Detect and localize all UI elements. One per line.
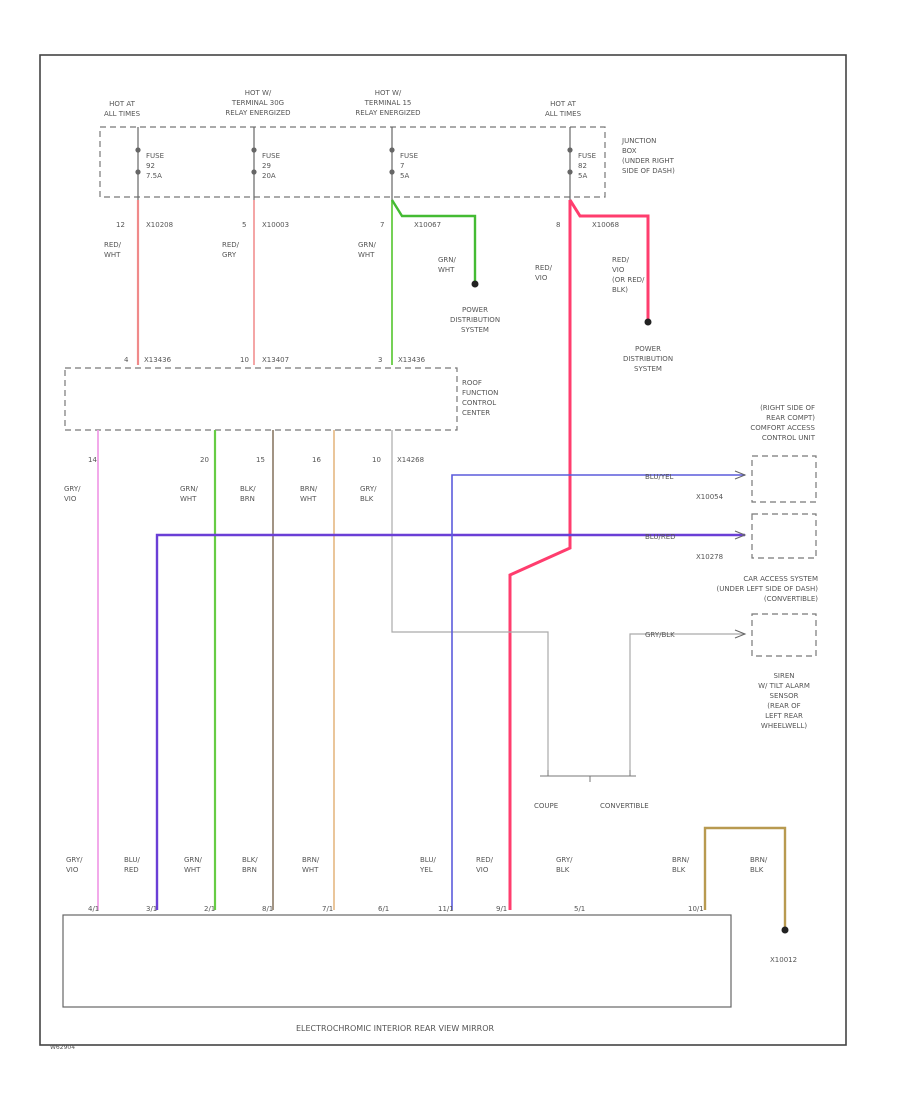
wire-brn-blk: [703, 826, 787, 928]
roof-pin-num-top-2: 10: [240, 356, 249, 364]
mirror-pin-6: 6/1: [378, 905, 389, 913]
fuse-pin-4: 8: [556, 221, 560, 229]
car-access-system: [751, 613, 817, 657]
figure-id: W62904: [50, 1044, 75, 1051]
mirror-pin-1: 4/1: [88, 905, 99, 913]
mirror-pin-3: 2/1: [204, 905, 215, 913]
rear-view-mirror-module: [62, 914, 732, 1008]
wire-label-bottom-5: BRN/WHT: [302, 856, 320, 874]
diagram-frame: [39, 54, 847, 1046]
wire-label-mid-3: BLK/BRN: [240, 485, 256, 503]
fuse-pin-3: 7: [380, 221, 384, 229]
fuse-conn-3: X10067: [414, 221, 441, 229]
fuse-pin-1: 12: [116, 221, 125, 229]
wire-label-bottom-6: BLU/YEL: [419, 856, 436, 874]
comfort-conn-2: X10278: [696, 553, 723, 561]
wire-label-bottom-10: BRN/BLK: [750, 856, 768, 874]
comfort-access-control-unit: [751, 455, 817, 503]
wire-label-bottom-1: GRY/VIO: [66, 856, 83, 874]
wire-label-bottom-9: BRN/BLK: [672, 856, 690, 874]
wire-label-mid-4: BRN/WHT: [300, 485, 318, 503]
comfort-wire-1: BLU/YEL: [645, 473, 674, 481]
wire-label-bottom-2: BLU/RED: [124, 856, 140, 874]
siren-wire-label: GRY/BLK: [645, 631, 675, 639]
roof-conn-bottom: X14268: [397, 456, 424, 464]
roof-pin-num-top-3: 3: [378, 356, 382, 364]
roof-pin-top-3: X13436: [398, 356, 426, 364]
roof-pin-bottom-1: 14: [88, 456, 97, 464]
power-dist-node-2: [644, 318, 652, 326]
wire-gry-blk-convertible: [629, 633, 745, 770]
wire-label-bottom-7: RED/VIO: [476, 856, 494, 874]
wire-label-mid-5: GRY/BLK: [360, 485, 377, 503]
wire-label-top-2: RED/GRY: [222, 241, 240, 259]
roof-pin-bottom-4: 16: [312, 456, 321, 464]
wire-label-top-5: RED/VIO: [535, 264, 553, 282]
fuse-pin-2: 5: [242, 221, 246, 229]
wire-label-mid-2: GRN/WHT: [180, 485, 199, 503]
wire-label-top-6: RED/VIO(OR RED/BLK): [612, 256, 645, 294]
roof-pin-bottom-2: 20: [200, 456, 209, 464]
roof-pin-top-1: X13436: [144, 356, 172, 364]
wire-label-bottom-4: BLK/BRN: [242, 856, 258, 874]
mirror-pin-10: 10/1: [688, 905, 704, 913]
roof-pin-top-2: X13407: [262, 356, 289, 364]
mirror-pin-8: 9/1: [496, 905, 507, 913]
roof-pin-num-top-1: 4: [124, 356, 129, 364]
wire-label-top-4: GRN/WHT: [438, 256, 457, 274]
power-dist-node-1: [471, 280, 479, 288]
wire-label-bottom-3: GRN/WHT: [184, 856, 203, 874]
junction-box: [99, 126, 606, 198]
comfort-conn-1: X10054: [696, 493, 724, 501]
mirror-pin-9: 5/1: [574, 905, 585, 913]
wire-blu-yel: [451, 474, 745, 910]
mirror-pin-2: 3/1: [146, 905, 157, 913]
mirror-pin-4: 8/1: [262, 905, 273, 913]
roof-function-control-center: [64, 367, 458, 431]
fuse-conn-4: X10068: [592, 221, 619, 229]
wire-gry-blk-coupe: [391, 430, 549, 770]
ground-conn: X10012: [770, 956, 797, 964]
wire-label-top-3: GRN/WHT: [358, 241, 377, 259]
variant-splice: [540, 770, 636, 782]
wire-red-vio-power: [568, 199, 650, 320]
fuse-conn-2: X10003: [262, 221, 289, 229]
roof-pin-bottom-3: 15: [256, 456, 265, 464]
wire-label-bottom-8: GRY/BLK: [556, 856, 573, 874]
variant-coupe: COUPE: [534, 802, 558, 810]
comfort-wire-2: BLU/RED: [645, 533, 676, 541]
variant-convertible: CONVERTIBLE: [600, 802, 649, 810]
wire-red-vio-fuse82: [508, 200, 572, 910]
wire-label-mid-1: GRY/VIO: [64, 485, 81, 503]
mirror-pin-7: 11/1: [438, 905, 454, 913]
mirror-label: ELECTROCHROMIC INTERIOR REAR VIEW MIRROR: [296, 1024, 495, 1033]
comfort-access-control-unit-2: [751, 513, 817, 559]
comfort-pin-arrows: [734, 470, 747, 639]
fuse-stems: [135, 127, 573, 200]
wire-label-top-1: RED/WHT: [104, 241, 122, 259]
wire-grn-wht-power: [390, 199, 477, 282]
fuse-conn-1: X10208: [146, 221, 173, 229]
ground-node: [781, 926, 789, 934]
roof-pin-bottom-5: 10: [372, 456, 381, 464]
mirror-pin-5: 7/1: [322, 905, 333, 913]
car-access-label: CAR ACCESS SYSTEM(UNDER LEFT SIDE OF DAS…: [716, 575, 818, 603]
wire-blu-red: [155, 533, 745, 910]
